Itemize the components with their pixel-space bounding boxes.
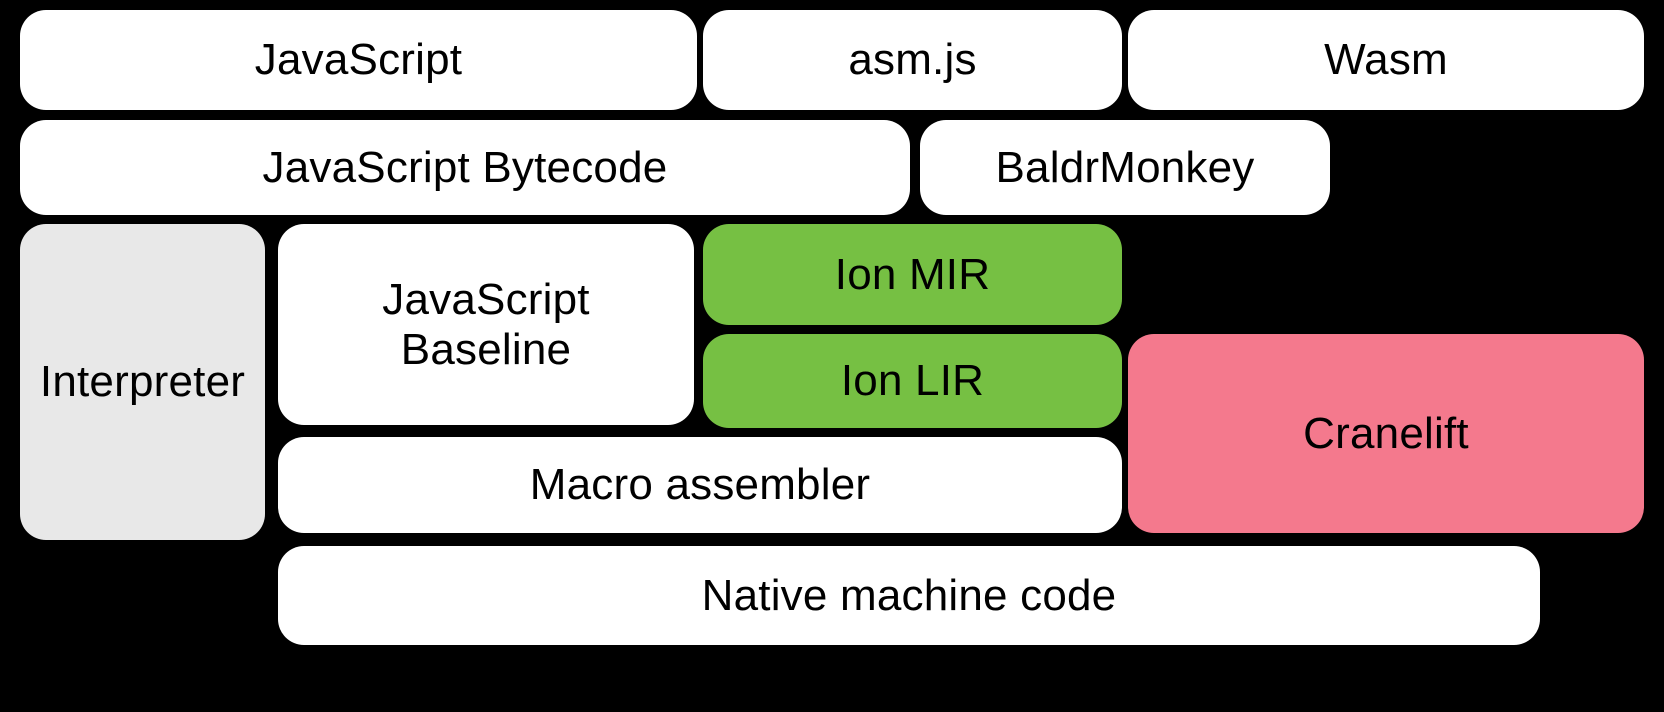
node-ion-lir[interactable]: Ion LIR xyxy=(703,334,1122,428)
node-cranelift[interactable]: Cranelift xyxy=(1128,334,1644,533)
node-baldrmonkey[interactable]: BaldrMonkey xyxy=(920,120,1330,215)
node-javascript-bytecode[interactable]: JavaScript Bytecode xyxy=(20,120,910,215)
node-javascript-baseline[interactable]: JavaScript Baseline xyxy=(278,224,694,425)
node-interpreter[interactable]: Interpreter xyxy=(20,224,265,540)
node-asmjs[interactable]: asm.js xyxy=(703,10,1122,110)
node-wasm[interactable]: Wasm xyxy=(1128,10,1644,110)
node-ion-mir[interactable]: Ion MIR xyxy=(703,224,1122,325)
node-javascript[interactable]: JavaScript xyxy=(20,10,697,110)
node-native-machine-code[interactable]: Native machine code xyxy=(278,546,1540,645)
node-macro-assembler[interactable]: Macro assembler xyxy=(278,437,1122,533)
